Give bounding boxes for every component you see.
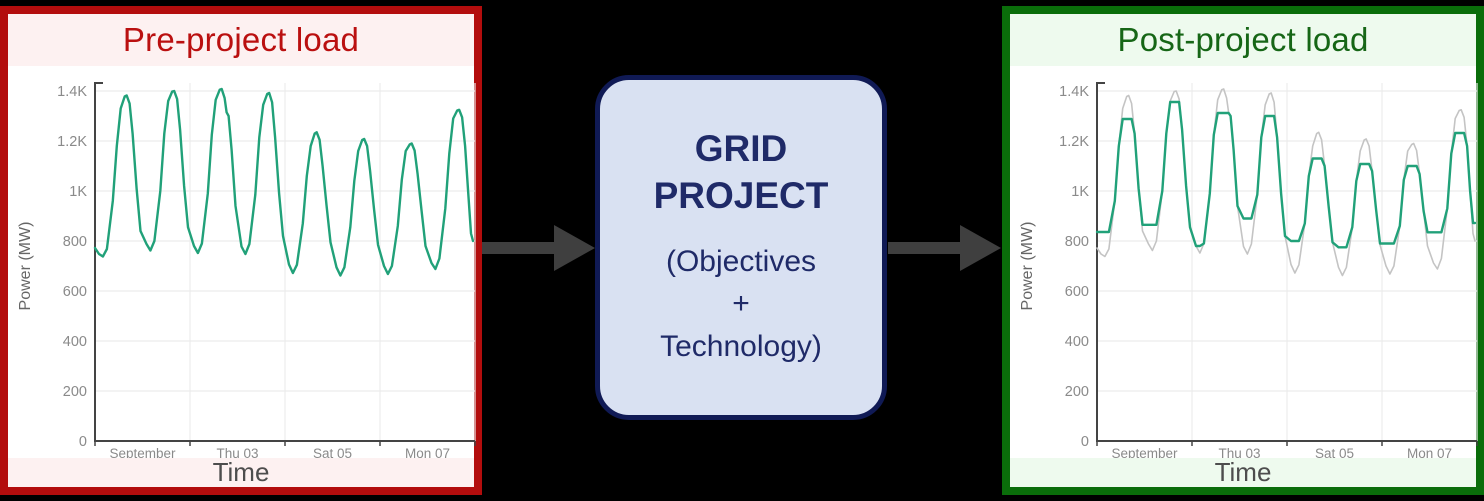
svg-text:200: 200 [63, 384, 87, 400]
pre-project-chart-area: 0 200 400 600 800 1K 1.2K 1.4K September Thu 03 Sa… [8, 66, 476, 461]
svg-text:Sat 05: Sat 05 [313, 446, 352, 461]
pre-project-xaxis-label: Time [8, 457, 474, 487]
grid-project-box: GRID PROJECT (Objectives + Technology) [595, 75, 887, 420]
svg-text:200: 200 [1065, 384, 1089, 400]
svg-text:1.4K: 1.4K [1059, 84, 1089, 100]
svg-text:0: 0 [79, 434, 87, 450]
svg-text:0: 0 [1081, 434, 1089, 450]
svg-text:Thu 03: Thu 03 [1218, 446, 1260, 461]
svg-text:September: September [1111, 446, 1178, 461]
svg-text:1.4K: 1.4K [57, 84, 87, 100]
grid-project-sub-line1: (Objectives [665, 244, 817, 278]
pre-load-chart: 0 200 400 600 800 1K 1.2K 1.4K September Thu 03 Sa… [17, 82, 476, 461]
svg-text:Sat 05: Sat 05 [1315, 446, 1354, 461]
grid-project-sub-line3: Technology) [660, 330, 822, 364]
svg-text:Power (MW): Power (MW) [17, 222, 34, 311]
svg-text:600: 600 [63, 284, 87, 300]
svg-text:1.2K: 1.2K [57, 134, 87, 150]
post-project-xaxis-label: Time [1010, 457, 1476, 487]
arrow-pre-to-project-icon [482, 225, 595, 271]
svg-text:1.2K: 1.2K [1059, 134, 1089, 150]
svg-text:600: 600 [1065, 284, 1089, 300]
svg-text:1K: 1K [1071, 184, 1089, 200]
svg-text:September: September [109, 446, 176, 461]
svg-text:1K: 1K [69, 184, 87, 200]
grid-project-title-line2: PROJECT [653, 174, 829, 216]
svg-text:800: 800 [1065, 234, 1089, 250]
post-project-title: Post-project load [1010, 14, 1476, 66]
grid-project-sub-line2: + [732, 287, 750, 321]
svg-text:Power (MW): Power (MW) [1019, 222, 1036, 311]
svg-text:400: 400 [1065, 334, 1089, 350]
svg-text:800: 800 [63, 234, 87, 250]
pre-project-title: Pre-project load [8, 14, 474, 66]
post-project-chart-area: 0 200 400 600 800 1K 1.2K 1.4K September Thu 03 Sa… [1010, 66, 1478, 461]
grid-project-title-line1: GRID [694, 128, 788, 170]
post-project-panel: Post-project load 0 200 400 600 800 1K 1.2K 1.4… [1002, 6, 1484, 495]
svg-text:Mon 07: Mon 07 [1407, 446, 1452, 461]
svg-text:Thu 03: Thu 03 [216, 446, 258, 461]
svg-text:400: 400 [63, 334, 87, 350]
arrow-project-to-post-icon [888, 225, 1001, 271]
pre-project-panel: Pre-project load 0 200 400 600 800 1K 1.2K 1.4K… [0, 6, 482, 495]
svg-text:Mon 07: Mon 07 [405, 446, 450, 461]
post-load-chart: 0 200 400 600 800 1K 1.2K 1.4K September Thu 03 Sa… [1019, 82, 1478, 461]
